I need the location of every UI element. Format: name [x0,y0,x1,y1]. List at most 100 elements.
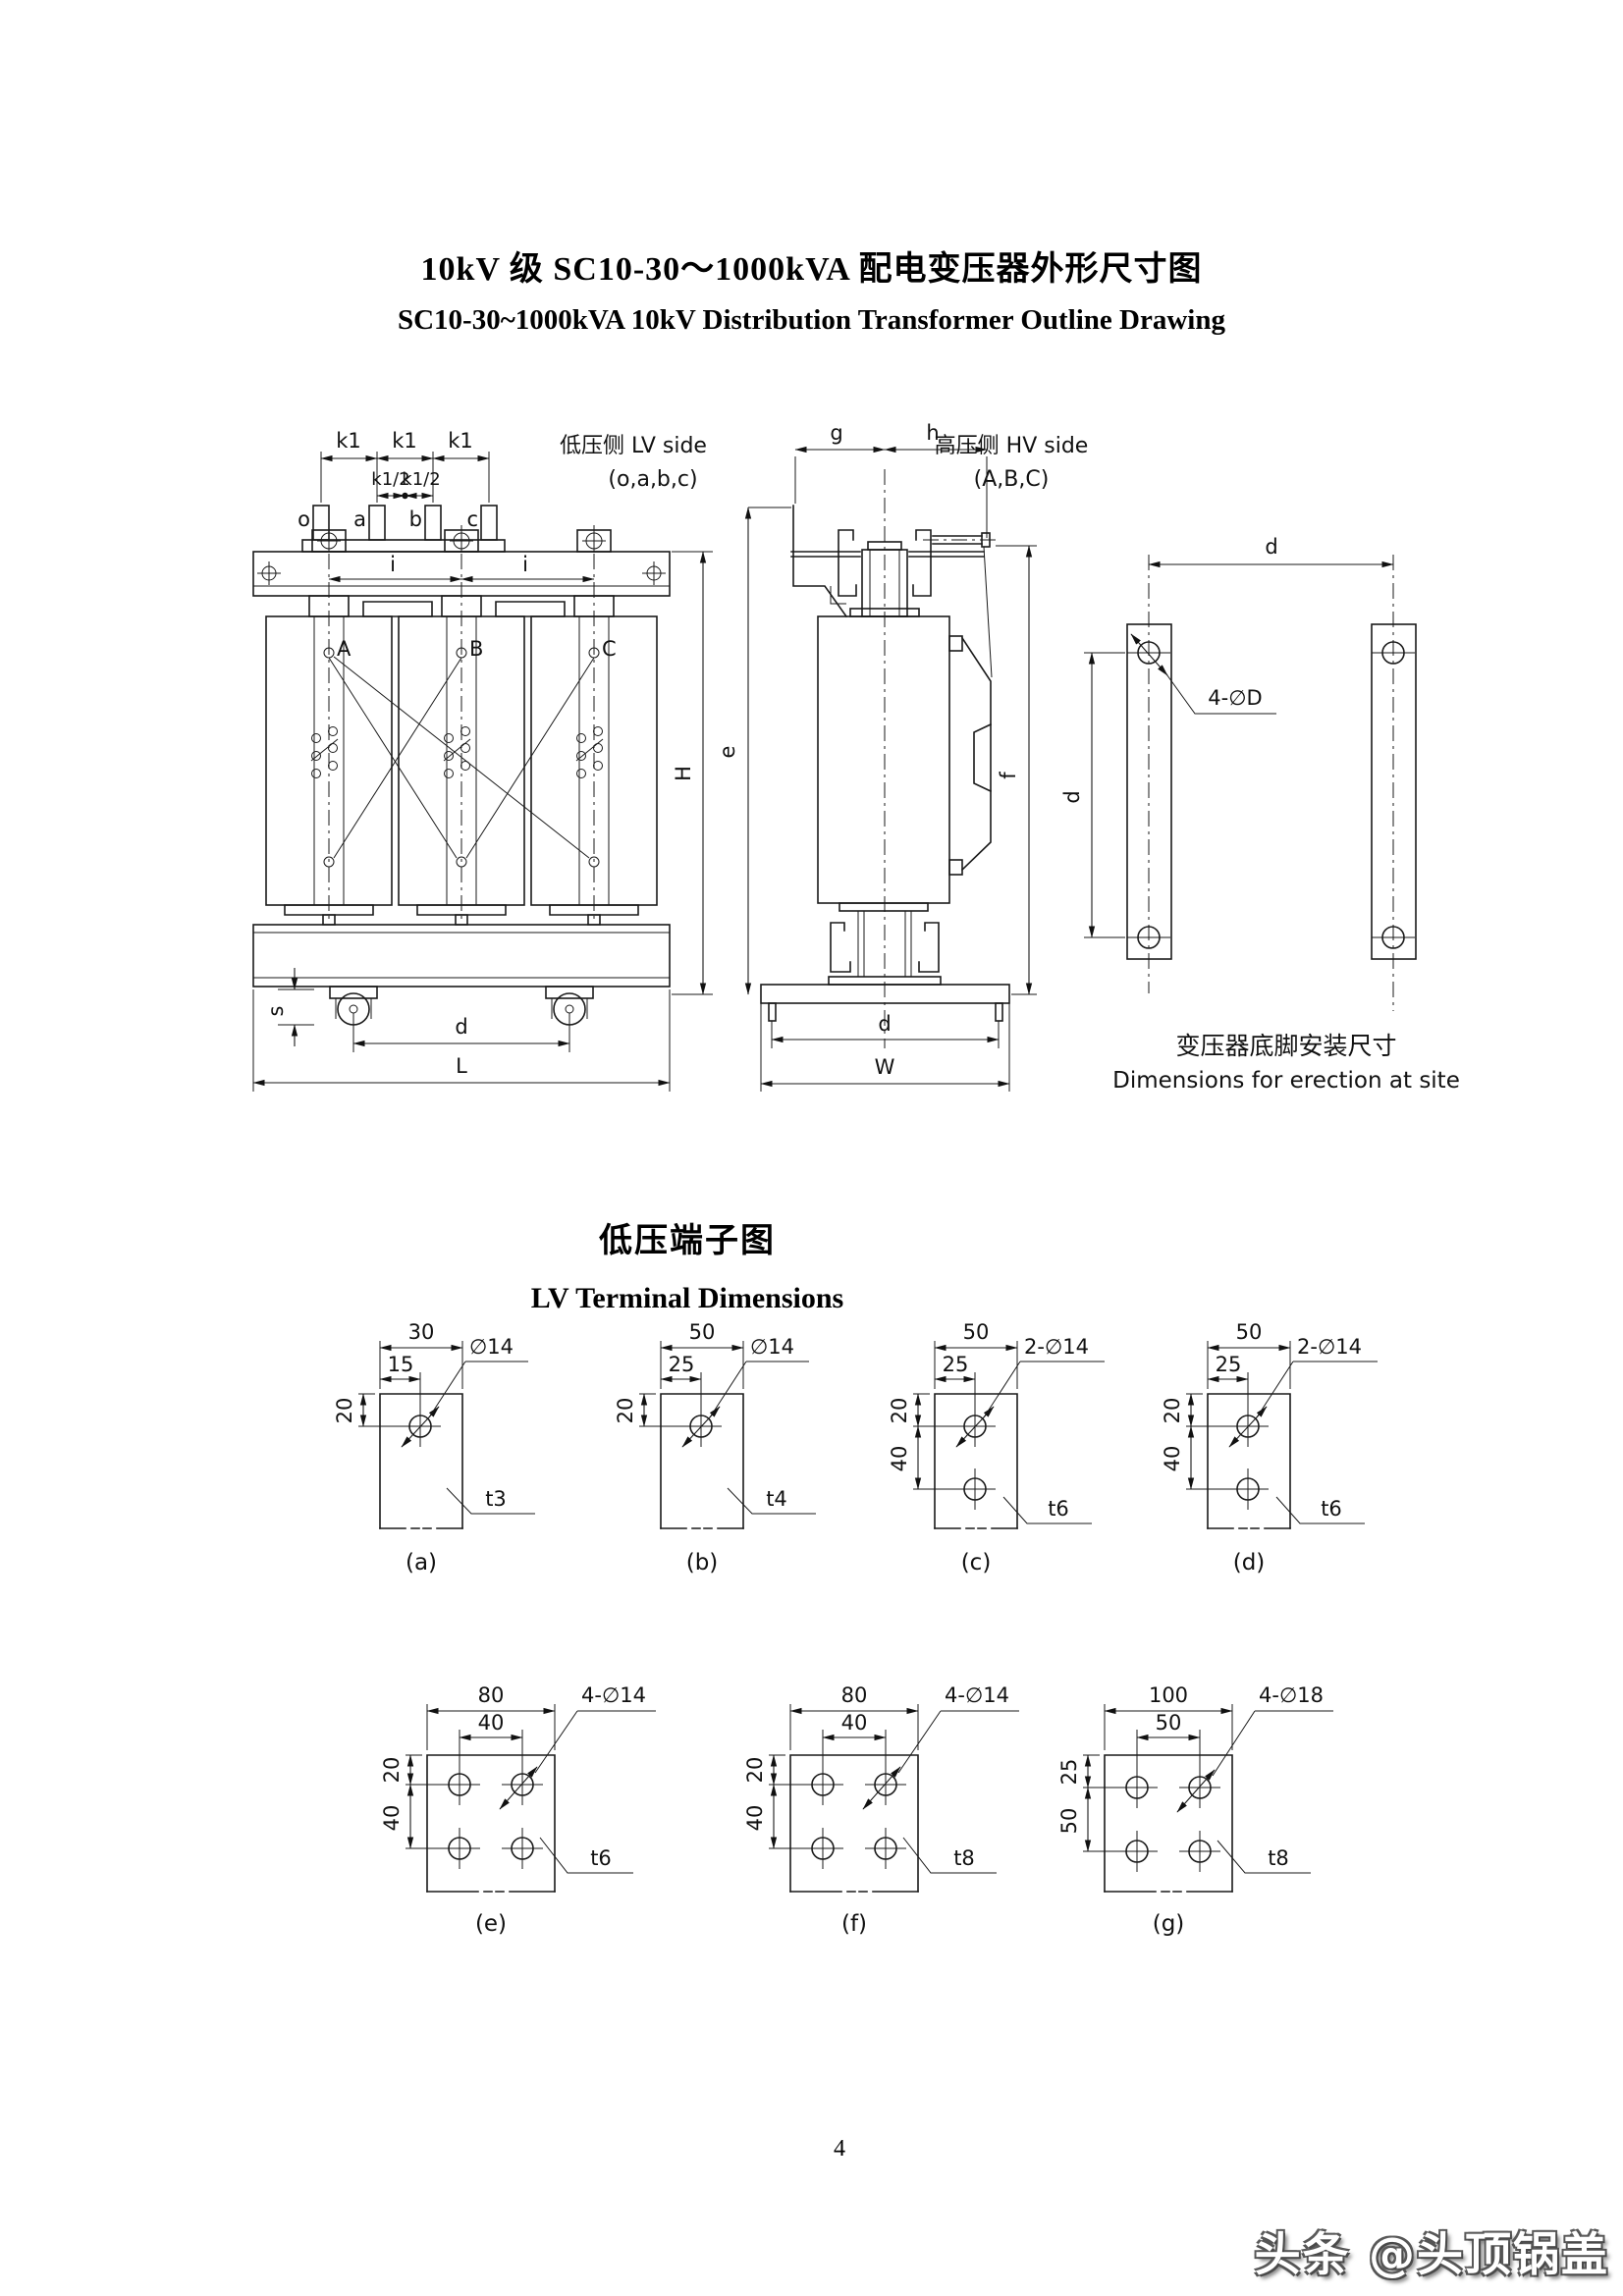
beam-end-holes [257,561,666,585]
terminal-f-thickness: t8 [953,1846,975,1870]
terminal-b-hole: ∅14 [750,1335,794,1359]
terminal-a-offset: 15 [388,1353,414,1376]
dim-h: h [926,421,939,445]
dim-e: e [716,746,739,759]
terminal-g-v1: 25 [1057,1759,1081,1786]
terminal-e-hole: 4-∅14 [581,1683,646,1707]
hv-side-terminals: (A,B,C) [973,467,1050,492]
terminal-a-label: a [353,507,366,531]
terminal-c-width: 50 [963,1320,990,1344]
lv-terminal-b: 50 25 20 ∅14 t4 (b) [614,1320,816,1575]
terminal-a-thickness: t3 [485,1487,507,1511]
lv-terminal-g: 100 50 25 50 4-∅18 t8 (g) [1057,1683,1333,1937]
dim-d-side: d [878,1012,891,1036]
terminal-e-thickness: t6 [590,1846,612,1870]
phase-a-label: A [337,637,352,661]
terminal-f-caption: (f) [841,1911,867,1937]
hv-side-text: 高压侧 HV side [934,434,1089,458]
terminal-e-v2: 40 [380,1805,404,1832]
dim-g: g [830,421,842,445]
terminal-f-width: 80 [841,1683,868,1707]
foot-mounting-caption: 变压器底脚安装尺寸 Dimensions for erection at sit… [1100,1027,1473,1094]
foot-caption-en: Dimensions for erection at site [1112,1068,1460,1094]
dim-i-2: i [522,553,528,576]
terminal-d-width: 50 [1236,1320,1263,1344]
terminal-c-offset: 25 [943,1353,969,1376]
terminal-c-thickness: t6 [1048,1497,1069,1521]
dim-H: H [672,766,695,781]
lv-terminal-e: 80 40 20 40 4-∅14 t6 (e) [380,1683,656,1937]
page-subtitle: SC10-30~1000kVA 10kV Distribution Transf… [397,304,1225,336]
terminal-f-offset: 40 [841,1711,868,1735]
terminal-g-offset: 50 [1156,1711,1182,1735]
hv-side-label: 高压侧 HV side (A,B,C) [889,428,1134,492]
terminal-g-v2: 50 [1057,1808,1081,1835]
dim-W: W [875,1055,895,1079]
lv-terminal-a: 30 15 20 ∅14 t3 (a) [333,1320,535,1575]
terminal-g-caption: (g) [1153,1911,1185,1937]
dim-d-front: d [455,1015,467,1039]
lv-side-text: 低压侧 LV side [560,434,707,458]
terminal-o-label: o [298,507,310,531]
dim-k1-3: k1 [448,429,473,453]
dim-s: s [264,1006,288,1017]
wheel-left [329,986,378,1026]
terminal-c-caption: (c) [961,1550,992,1575]
terminal-g-width: 100 [1149,1683,1188,1707]
lv-terminal-d: 50 25 20 40 2-∅14 t6 (d) [1161,1320,1378,1575]
terminal-a-hole: ∅14 [469,1335,514,1359]
terminal-b-label: b [409,507,422,531]
dim-k1-2: k1 [392,429,417,453]
foot-mounting-view: d 4-∅D d [1060,535,1417,1011]
terminal-e-width: 80 [478,1683,505,1707]
terminal-g-thickness: t8 [1268,1846,1289,1870]
terminal-f-hole: 4-∅14 [945,1683,1009,1707]
terminal-b-offset: 25 [669,1353,695,1376]
terminal-c-v1: 20 [888,1398,911,1424]
lv-terminal-f: 80 40 20 40 4-∅14 t8 (f) [743,1683,1019,1937]
dim-k1-half-2: k1/2 [402,469,440,490]
terminal-e-v1: 20 [380,1757,404,1784]
terminal-b-width: 50 [689,1320,716,1344]
dim-d-foot-top: d [1265,535,1277,559]
terminal-f-v1: 20 [743,1757,767,1784]
foot-caption-zh: 变压器底脚安装尺寸 [1175,1032,1397,1060]
front-view: k1 k1 k1 k1/2 k1/2 o a b c [252,429,713,1092]
dim-k1-half-1: k1/2 [371,469,409,490]
foot-hole-spec: 4-∅D [1208,686,1262,710]
terminal-d-v1: 20 [1161,1398,1184,1424]
dim-k1-1: k1 [336,429,361,453]
terminal-a-v1: 20 [333,1398,356,1424]
dim-L: L [456,1054,467,1078]
dim-i-1: i [390,553,396,576]
terminal-g-hole: 4-∅18 [1259,1683,1324,1707]
dim-f: f [997,772,1020,779]
phase-c-label: C [602,637,617,661]
lv-terminal-c: 50 25 20 40 2-∅14 t6 (c) [888,1320,1105,1575]
watermark: 头条 @头顶锅盖 [1254,2228,1609,2282]
lifting-lugs [311,529,612,553]
terminal-c-hole: 2-∅14 [1024,1335,1089,1359]
terminal-e-offset: 40 [478,1711,505,1735]
page-title: 10kV 级 SC10-30～1000kVA 配电变压器外形尺寸图 [420,251,1203,288]
terminal-a-width: 30 [408,1320,435,1344]
terminal-b-thickness: t4 [766,1487,787,1511]
lv-side-terminals: (o,a,b,c) [608,467,698,492]
terminal-c-label: c [466,507,478,531]
tap-clusters [310,726,604,778]
terminal-b-caption: (b) [686,1550,719,1575]
page-number: 4 [834,2136,845,2162]
terminal-f-v2: 40 [743,1805,767,1832]
terminal-d-hole: 2-∅14 [1297,1335,1362,1359]
terminal-d-thickness: t6 [1321,1497,1342,1521]
terminal-d-caption: (d) [1233,1550,1266,1575]
terminal-e-caption: (e) [475,1911,507,1937]
lv-side-label: 低压侧 LV side (o,a,b,c) [511,428,756,492]
lv-terminal-section-title: 低压端子图 [599,1223,776,1259]
phase-b-label: B [469,637,483,661]
terminal-a-caption: (a) [406,1550,437,1575]
tap-link-lines [328,656,595,859]
terminal-b-v1: 20 [614,1398,637,1424]
